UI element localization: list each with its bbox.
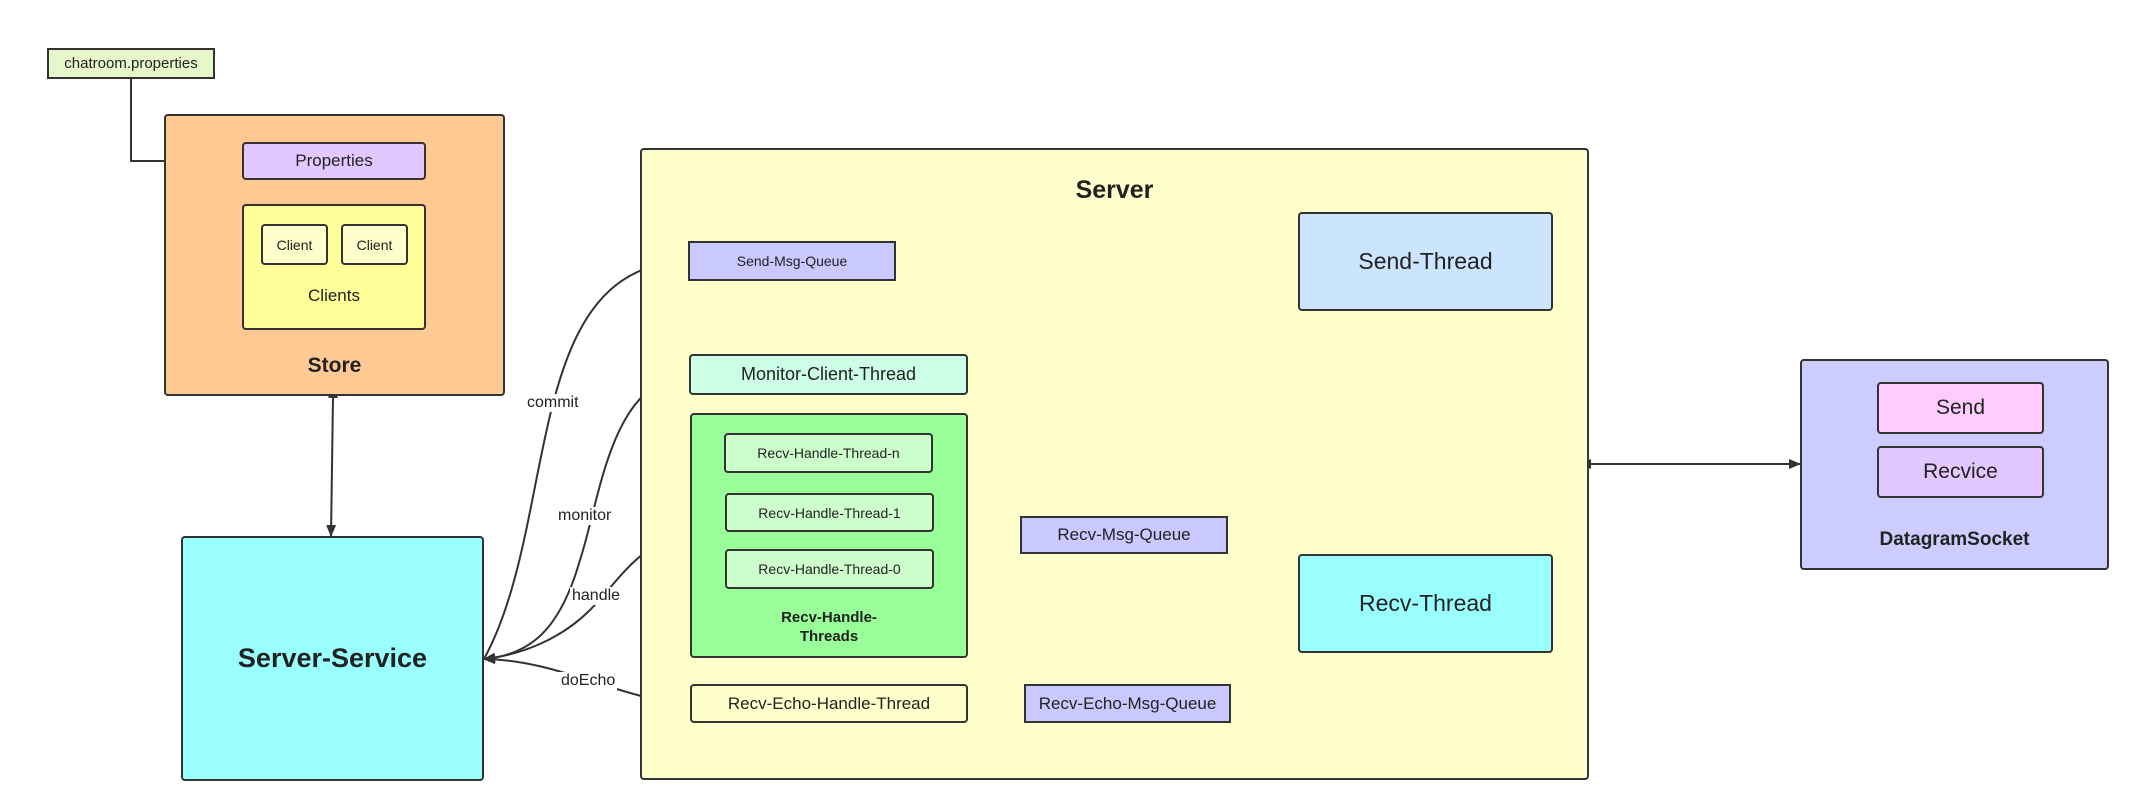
send-msg-queue-label: Send-Msg-Queue — [736, 253, 848, 269]
recv-thread-label: Recv-Thread — [1359, 590, 1492, 616]
recv-handle-thread-1-node: Recv-Handle-Thread-1 — [725, 493, 934, 532]
recvice-label: Recvice — [1923, 460, 1998, 483]
send-thread-node: Send-Thread — [1298, 212, 1553, 311]
chatroom-properties-label: chatroom.properties — [64, 55, 198, 72]
send-label: Send — [1935, 396, 1986, 419]
chatroom-properties-file: chatroom.properties — [47, 48, 215, 79]
edge-label-monitor: monitor — [556, 507, 614, 525]
clients-title: Clients — [308, 286, 360, 305]
datagram-socket-title: DatagramSocket — [1879, 529, 2030, 550]
recv-handle-thread-1-label: Recv-Handle-Thread-1 — [758, 504, 901, 521]
recv-handle-thread-0-label: Recv-Handle-Thread-0 — [758, 561, 901, 577]
client-node-a: Client — [261, 224, 328, 265]
edge-store-server-service — [326, 386, 338, 537]
server-service-label: Server-Service — [237, 643, 428, 673]
server-title: Server — [1075, 176, 1154, 204]
recv-thread-node: Recv-Thread — [1298, 554, 1553, 653]
recv-handle-thread-n-node: Recv-Handle-Thread-n — [724, 433, 933, 473]
recvice-node: Recvice — [1877, 446, 2044, 498]
recv-echo-msg-queue-node: Recv-Echo-Msg-Queue — [1024, 684, 1231, 723]
recv-echo-handle-thread-node: Recv-Echo-Handle-Thread — [690, 684, 968, 723]
send-node: Send — [1877, 382, 2044, 434]
client-a-label: Client — [276, 236, 313, 253]
properties-node: Properties — [242, 142, 426, 180]
clients-container: Clients — [242, 204, 426, 330]
server-service-node: Server-Service — [181, 536, 484, 781]
recv-msg-queue-node: Recv-Msg-Queue — [1020, 516, 1228, 554]
client-b-label: Client — [356, 236, 393, 253]
recv-handle-thread-0-node: Recv-Handle-Thread-0 — [725, 549, 934, 589]
recv-echo-msg-queue-label: Recv-Echo-Msg-Queue — [1038, 693, 1217, 713]
recv-msg-queue-label: Recv-Msg-Queue — [1057, 525, 1191, 544]
edge-label-handle: handle — [570, 587, 623, 605]
recv-handle-thread-n-label: Recv-Handle-Thread-n — [757, 445, 900, 461]
send-msg-queue-node: Send-Msg-Queue — [688, 241, 896, 281]
monitor-client-thread-label: Monitor-Client-Thread — [740, 364, 917, 384]
properties-label: Properties — [295, 151, 373, 170]
client-node-b: Client — [341, 224, 408, 265]
edge-monitor — [483, 373, 690, 664]
recv-handle-threads-title: Recv-Handle-Threads — [781, 609, 877, 645]
store-title: Store — [307, 354, 362, 377]
recv-echo-handle-thread-label: Recv-Echo-Handle-Thread — [727, 693, 931, 713]
send-thread-label: Send-Thread — [1358, 248, 1493, 274]
edge-label-do-echo: doEcho — [559, 672, 618, 690]
edge-label-commit: commit — [525, 394, 581, 412]
monitor-client-thread-node: Monitor-Client-Thread — [689, 354, 968, 395]
